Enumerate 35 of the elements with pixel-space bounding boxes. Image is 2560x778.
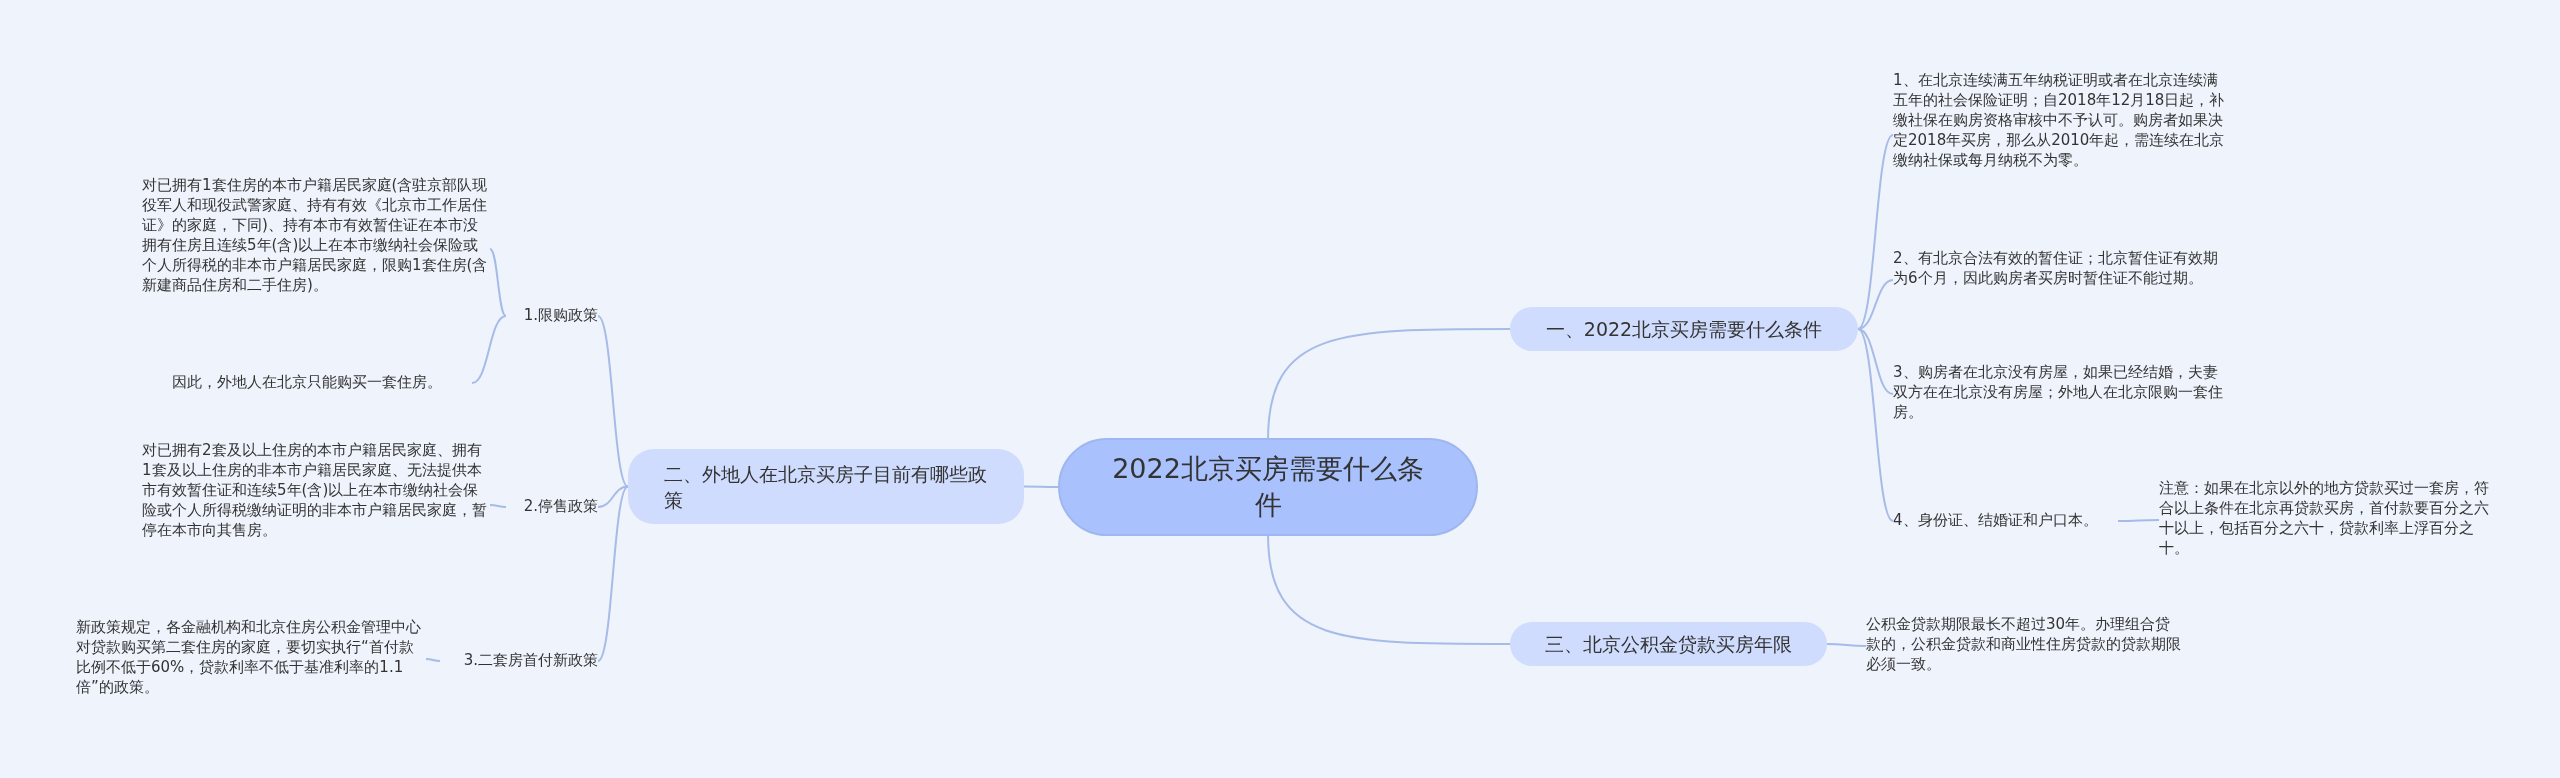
- note-text: 对已拥有2套及以上住房的本市户籍居民家庭、拥有1套及以上住房的非本市户籍居民家庭、无法提供本市有效暂住证和连续5年(含)以上在本市缴纳社会保险或个人所得税缴纳证明的非本市户籍居民家庭，暂停在本市向其售房。: [142, 440, 490, 570]
- connector-line: [1857, 134, 1894, 330]
- note-text: 因此，外地人在北京只能购买一套住房。: [172, 372, 472, 394]
- topic-label: 一、2022北京买房需要什么条件: [1545, 317, 1823, 342]
- subtopic-label: 3.二套房首付新政策: [440, 650, 598, 672]
- note-text: 4、身份证、结婚证和户口本。: [1893, 510, 2118, 532]
- connector-line: [597, 485, 629, 508]
- note-text: 注意：如果在北京以外的地方贷款买过一套房，符合以上条件在北京再贷款买房，首付款要百分之六十以上，包括百分之六十，贷款利率上浮百分之十。: [2159, 478, 2499, 562]
- subtopic-label: 2.停售政策: [506, 496, 598, 518]
- topic-label: 三、北京公积金贷款买房年限: [1545, 632, 1792, 657]
- note-text: 1、在北京连续满五年纳税证明或者在北京连续满五年的社会保险证明；自2018年12月18日起，补缴社保在购房资格审核中不予认可。购房者如果决定2018年买房，那么从2010年起，需连续在北京缴纳社保或每月纳税不为零。: [1893, 70, 2228, 200]
- connector-line: [489, 248, 507, 317]
- topic-bubble: [628, 449, 1024, 524]
- connector-line: [425, 658, 441, 662]
- connector-line: [1267, 533, 1511, 645]
- topic-label: 2022北京买房需要什么条件: [1111, 452, 1425, 522]
- connector-line: [597, 485, 629, 662]
- connector-line: [597, 315, 629, 488]
- note-text: 新政策规定，各金融机构和北京住房公积金管理中心对贷款购买第二套住房的家庭，要切实执行“首付款比例不低于60%，贷款利率不低于基准利率的1.1倍”的政策。: [76, 617, 426, 701]
- connector-line: [1023, 485, 1059, 488]
- connector-line: [471, 315, 507, 384]
- note-text: 对已拥有1套住房的本市户籍居民家庭(含驻京部队现役军人和现役武警家庭、持有有效《北京市工作居住证》的家庭，下同)、持有本市有效暂住证在本市没拥有住房且连续5年(含)以上在本市缴纳社会保险或个人所得税的非本市户籍居民家庭，限购1套住房(含新建商品住房和二手住房)。: [142, 175, 490, 323]
- connector-line: [1826, 643, 1867, 647]
- topic-bubble: [1510, 307, 1858, 351]
- note-text: 3、购房者在北京没有房屋，如果已经结婚，夫妻双方在在北京没有房屋；外地人在北京限购一套住房。: [1893, 362, 2228, 426]
- subtopic-label: 1.限购政策: [506, 305, 598, 327]
- note-text: 公积金贷款期限最长不超过30年。办理组合贷款的，公积金贷款和商业性住房贷款的贷款期限必须一致。: [1866, 614, 2184, 678]
- topic-bubble: [1510, 622, 1827, 666]
- topic-label: 二、外地人在北京买房子目前有哪些政策: [664, 461, 988, 513]
- connector-line: [1857, 279, 1894, 330]
- connector-line: [2117, 519, 2160, 522]
- note-text: 2、有北京合法有效的暂住证；北京暂住证有效期为6个月，因此购房者买房时暂住证不能过期。: [1893, 248, 2228, 312]
- connector-line: [1267, 328, 1511, 441]
- connector-line: [1857, 328, 1894, 522]
- connector-line: [489, 504, 507, 508]
